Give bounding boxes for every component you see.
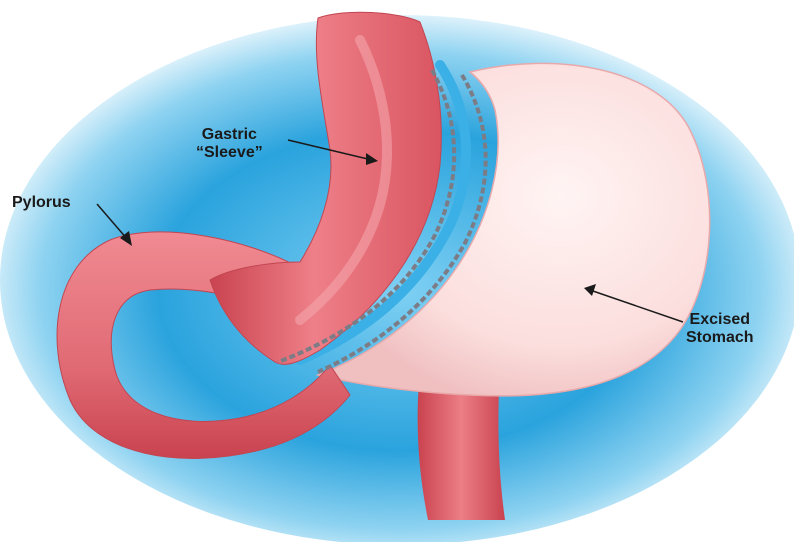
excised-stomach-label: Excised Stomach [686,311,754,347]
excised-stomach-label-line1: Excised [686,311,754,329]
gastric-sleeve-label: Gastric “Sleeve” [196,126,263,162]
excised-stomach-label-line2: Stomach [686,329,754,347]
pylorus-label: Pylorus [12,194,71,212]
pylorus-label-text: Pylorus [12,194,71,212]
gastric-sleeve-label-line2: “Sleeve” [196,144,263,162]
gastric-sleeve-label-line1: Gastric [196,126,263,144]
